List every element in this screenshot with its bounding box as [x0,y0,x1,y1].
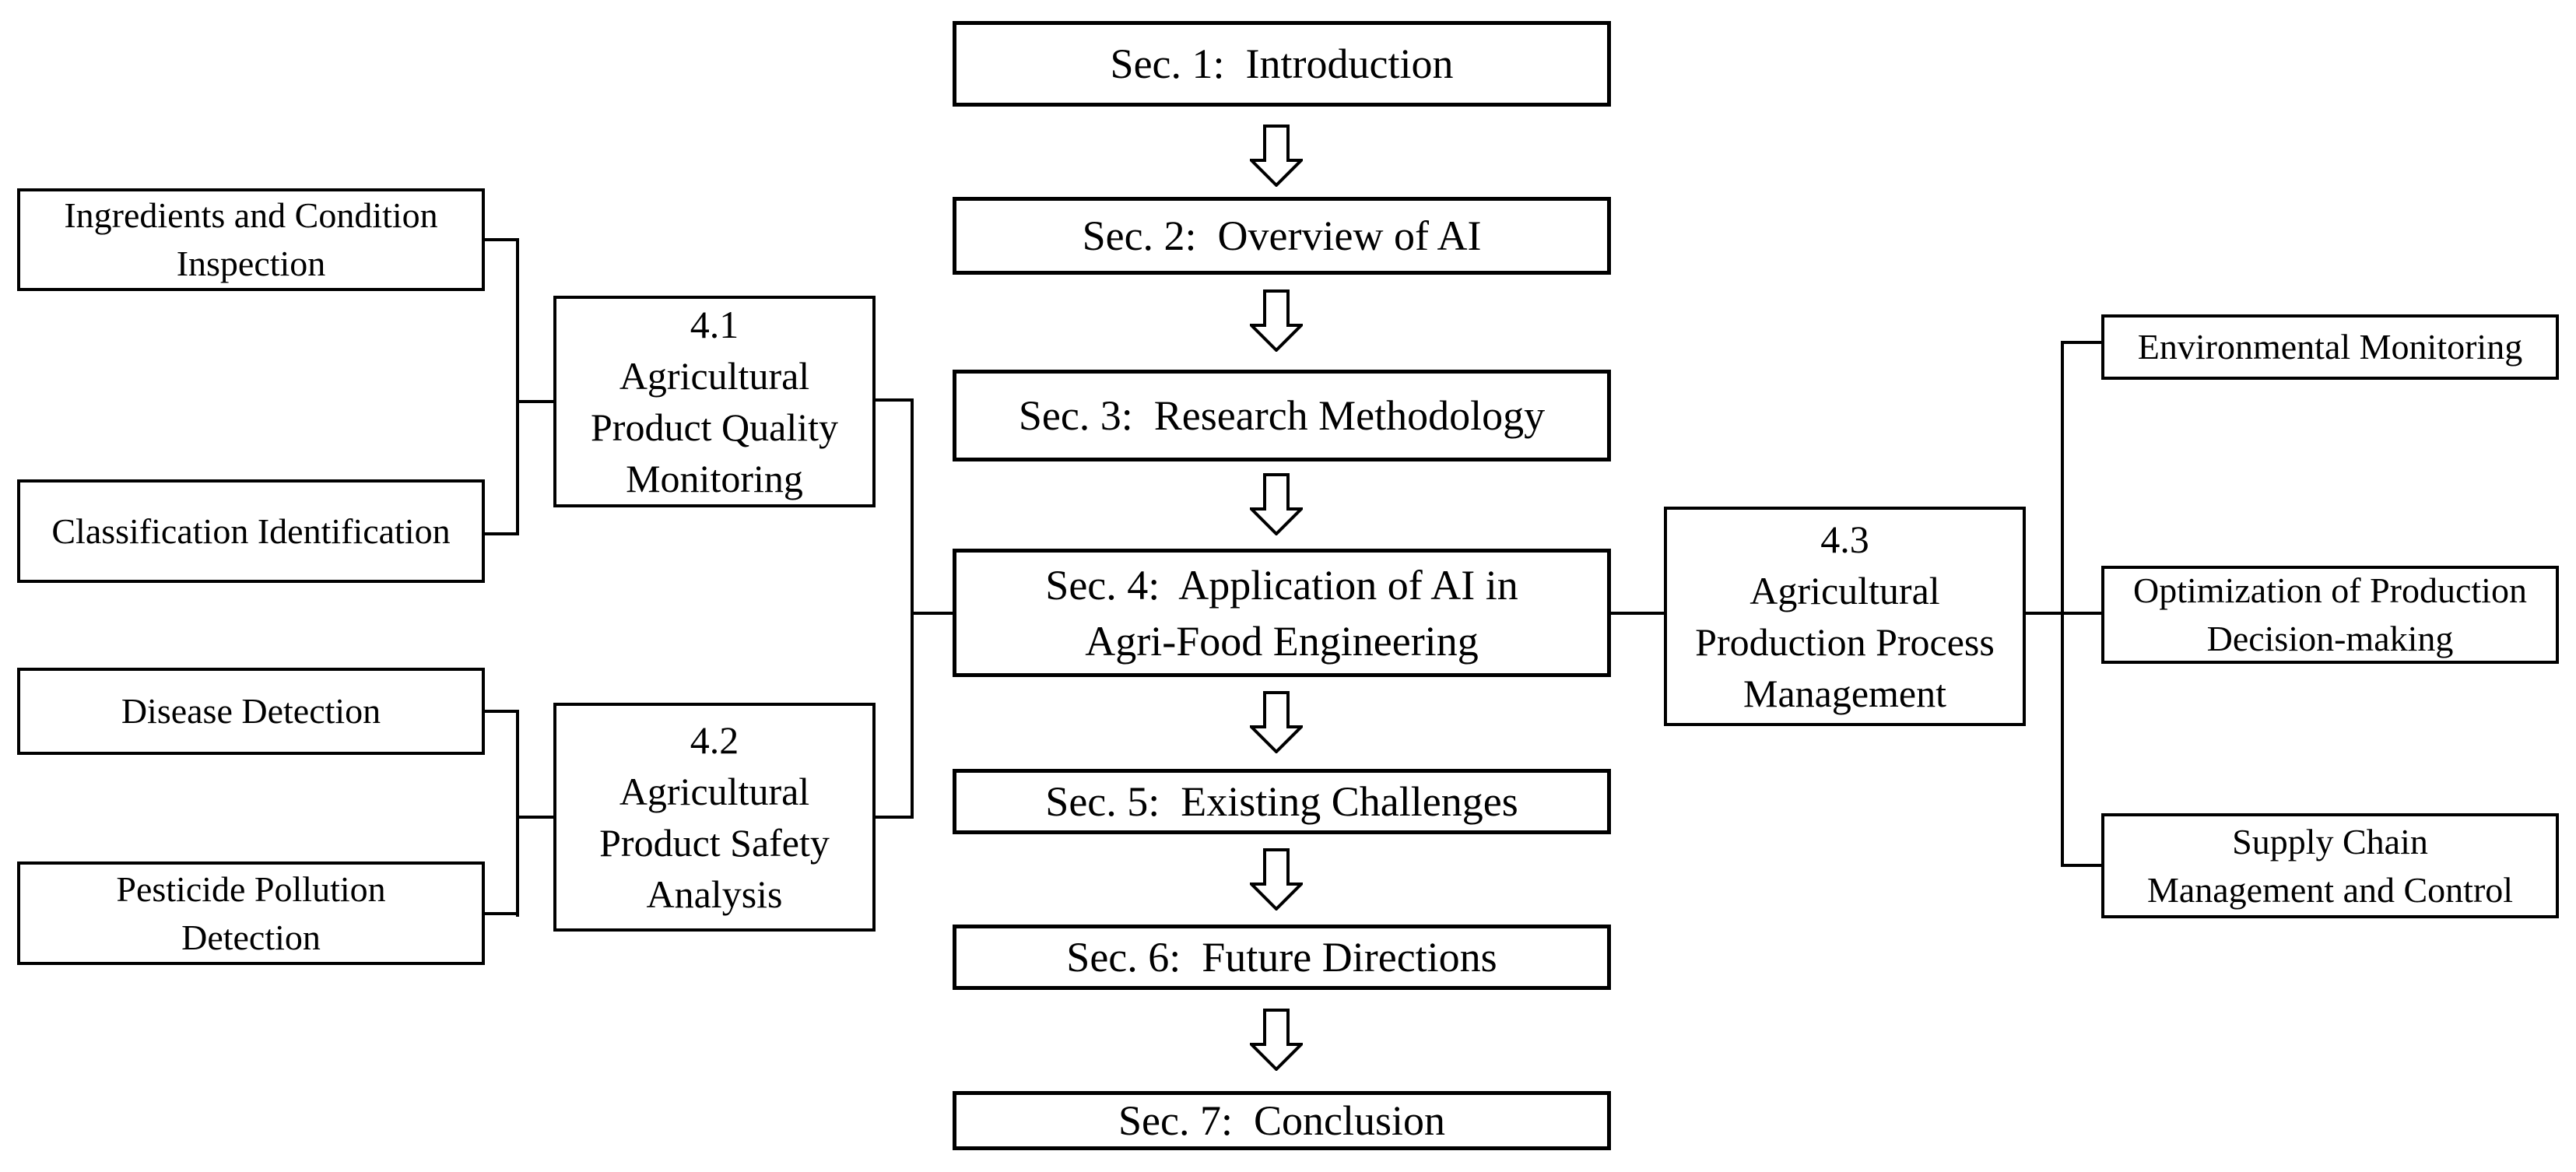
connector-line [874,816,912,819]
connector-line [1609,612,1665,615]
connector-line [516,710,519,917]
connector-line [911,612,954,615]
connector-line [516,238,519,535]
leaf-label: Classification Identification [51,511,451,551]
flow-box-sec6: Sec. 6: Future Directions [953,925,1611,990]
connector-line [483,238,519,241]
connector-line [483,710,519,713]
flow-box-sec7: Sec. 7: Conclusion [953,1091,1611,1150]
flow-arrow-icon [1250,848,1303,911]
connector-line [2061,341,2064,867]
group-label: 4.3 Agricultural Production Process Mana… [1695,518,1995,715]
flow-box-sec1: Sec. 1: Introduction [953,21,1611,107]
leaf-label: Disease Detection [121,691,381,731]
leaf-box-ingredients-condition-inspection: Ingredients and Condition Inspection [17,188,485,291]
leaf-label: Ingredients and Condition Inspection [64,195,438,283]
flow-arrow-icon [1250,289,1303,352]
connector-line [483,912,519,915]
leaf-box-supply-chain-management-control: Supply Chain Management and Control [2101,813,2559,918]
flow-arrow-icon [1250,1009,1303,1071]
flow-box-sec2: Sec. 2: Overview of AI [953,197,1611,275]
flow-box-sec2-label: Sec. 2: Overview of AI [1082,212,1482,259]
leaf-box-classification-identification: Classification Identification [17,479,485,583]
connector-line [2061,864,2101,867]
leaf-box-environmental-monitoring: Environmental Monitoring [2101,314,2559,380]
leaf-label: Environmental Monitoring [2137,327,2523,367]
leaf-box-disease-detection: Disease Detection [17,668,485,755]
group-box-4-1-quality-monitoring: 4.1 Agricultural Product Quality Monitor… [553,296,876,507]
group-box-4-2-safety-analysis: 4.2 Agricultural Product Safety Analysis [553,703,876,932]
flow-arrow-icon [1250,125,1303,187]
flow-box-sec3: Sec. 3: Research Methodology [953,370,1611,461]
flow-box-sec4-label: Sec. 4: Application of AI in Agri-Food E… [1045,561,1518,665]
flow-arrow-icon [1250,473,1303,535]
connector-line [483,532,519,535]
group-label: 4.2 Agricultural Product Safety Analysis [599,718,830,916]
flow-box-sec5: Sec. 5: Existing Challenges [953,769,1611,834]
flow-box-sec6-label: Sec. 6: Future Directions [1066,934,1497,981]
leaf-label: Pesticide Pollution Detection [116,868,386,957]
flow-arrow-icon [1250,691,1303,753]
connector-line [911,398,914,819]
flow-box-sec7-label: Sec. 7: Conclusion [1118,1097,1445,1144]
connector-line [516,816,553,819]
connector-line [874,398,912,402]
leaf-box-pesticide-pollution-detection: Pesticide Pollution Detection [17,861,485,965]
flow-box-sec4: Sec. 4: Application of AI in Agri-Food E… [953,549,1611,677]
leaf-label: Optimization of Production Decision-maki… [2133,570,2527,658]
connector-line [2061,341,2101,344]
leaf-label: Supply Chain Management and Control [2146,821,2514,910]
flow-box-sec5-label: Sec. 5: Existing Challenges [1045,778,1518,825]
leaf-box-optimization-production-decision-making: Optimization of Production Decision-maki… [2101,566,2559,664]
connector-line [516,400,553,403]
flow-box-sec1-label: Sec. 1: Introduction [1110,40,1454,87]
flow-box-sec3-label: Sec. 3: Research Methodology [1018,392,1546,439]
group-box-4-3-production-process-management: 4.3 Agricultural Production Process Mana… [1664,507,2026,726]
group-label: 4.1 Agricultural Product Quality Monitor… [590,303,839,500]
